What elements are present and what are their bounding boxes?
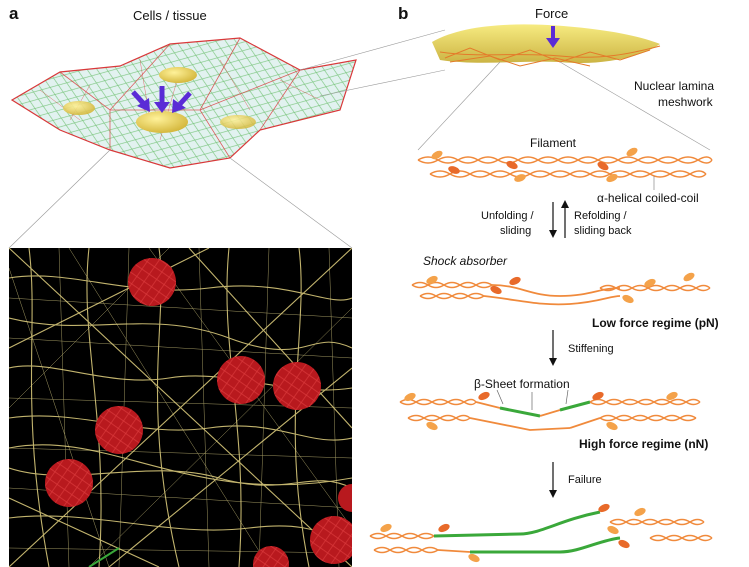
refolding-label-line1: Refolding /	[574, 210, 627, 222]
filament-beta-sheet	[399, 398, 701, 431]
beta-sheet-label: β-Sheet formation	[474, 377, 570, 391]
nuclear-lamina-sheet	[432, 24, 661, 67]
panel-b-letter: b	[398, 4, 409, 23]
cell-nuclei	[63, 67, 256, 133]
micrograph-nuclear-pores	[45, 258, 352, 567]
zoom-lines-panel-a	[8, 149, 353, 249]
beta-sheet-heads	[404, 391, 678, 431]
failure-arrow	[549, 462, 557, 498]
shock-absorber-label: Shock absorber	[423, 254, 508, 268]
filament-shock-absorber	[411, 281, 711, 306]
shock-absorber-heads	[426, 272, 695, 304]
refolding-label-line2: sliding back	[574, 225, 632, 237]
force-arrow-panel-b	[546, 26, 560, 48]
low-force-label: Low force regime (pN)	[592, 316, 719, 330]
lamina-micrograph	[9, 248, 352, 567]
failure-label: Failure	[568, 474, 602, 486]
zoom-lines-panel-b	[417, 61, 711, 151]
cells-tissue-title: Cells / tissue	[133, 8, 207, 23]
micrograph-green-fiber	[88, 547, 120, 567]
filament-head-domains	[431, 147, 638, 183]
force-label: Force	[535, 6, 569, 21]
high-force-label: High force regime (nN)	[579, 437, 709, 451]
beta-pointer-lines	[496, 389, 569, 410]
stiffening-arrow	[549, 330, 557, 366]
lamina-label-line2: meshwork	[658, 95, 713, 109]
lamina-label-line1: Nuclear lamina	[634, 79, 715, 93]
filament-label: Filament	[530, 136, 577, 150]
force-arrows-panel-a	[131, 86, 192, 113]
micrograph-fibers	[9, 248, 352, 567]
unfolding-label-line1: Unfolding /	[481, 210, 534, 222]
filament-coiled-coil	[417, 156, 713, 178]
failure-heads	[380, 503, 646, 563]
panel-a-letter: a	[9, 4, 19, 23]
unfolding-label-line2: sliding	[500, 225, 532, 237]
filament-failure	[369, 510, 713, 554]
coil-label: α-helical coiled-coil	[597, 191, 699, 205]
unfold-refold-arrows	[549, 200, 569, 238]
zoom-lines-to-panel-b	[299, 29, 446, 97]
stiffening-label: Stiffening	[568, 343, 614, 355]
